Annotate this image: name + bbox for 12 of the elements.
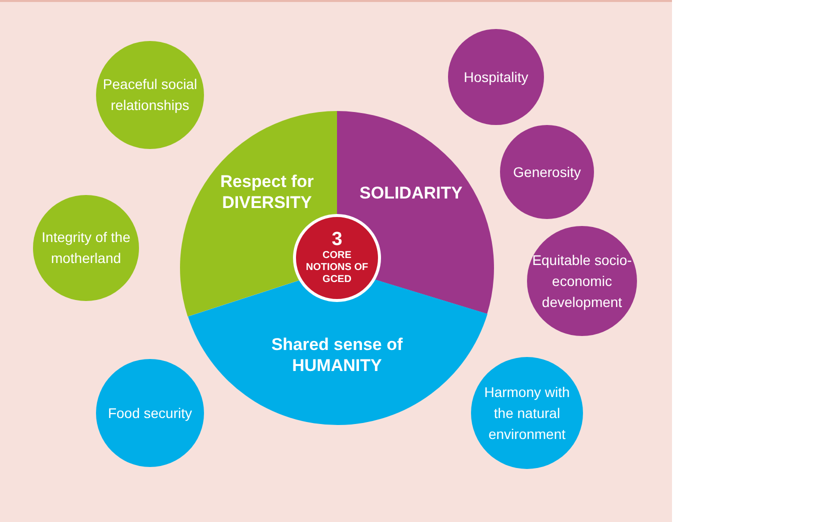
node-label: Hospitality <box>462 68 530 87</box>
center-number: 3 <box>330 230 344 250</box>
sector-label: Shared sense of HUMANITY <box>270 334 404 376</box>
center-label: CORE NOTIONS OF GCED <box>304 250 370 286</box>
node-label: Peaceful social relationships <box>102 75 198 115</box>
sector-label: Respect for DIVERSITY <box>219 171 315 213</box>
node-label: Food security <box>106 404 194 423</box>
node-label: Generosity <box>512 162 582 182</box>
node-label: Equitable socio-economic development <box>532 250 632 312</box>
sector-label: SOLIDARITY <box>358 182 464 204</box>
node-label: Harmony with the natural environment <box>483 382 571 444</box>
node-label: Integrity of the motherland <box>41 228 131 268</box>
